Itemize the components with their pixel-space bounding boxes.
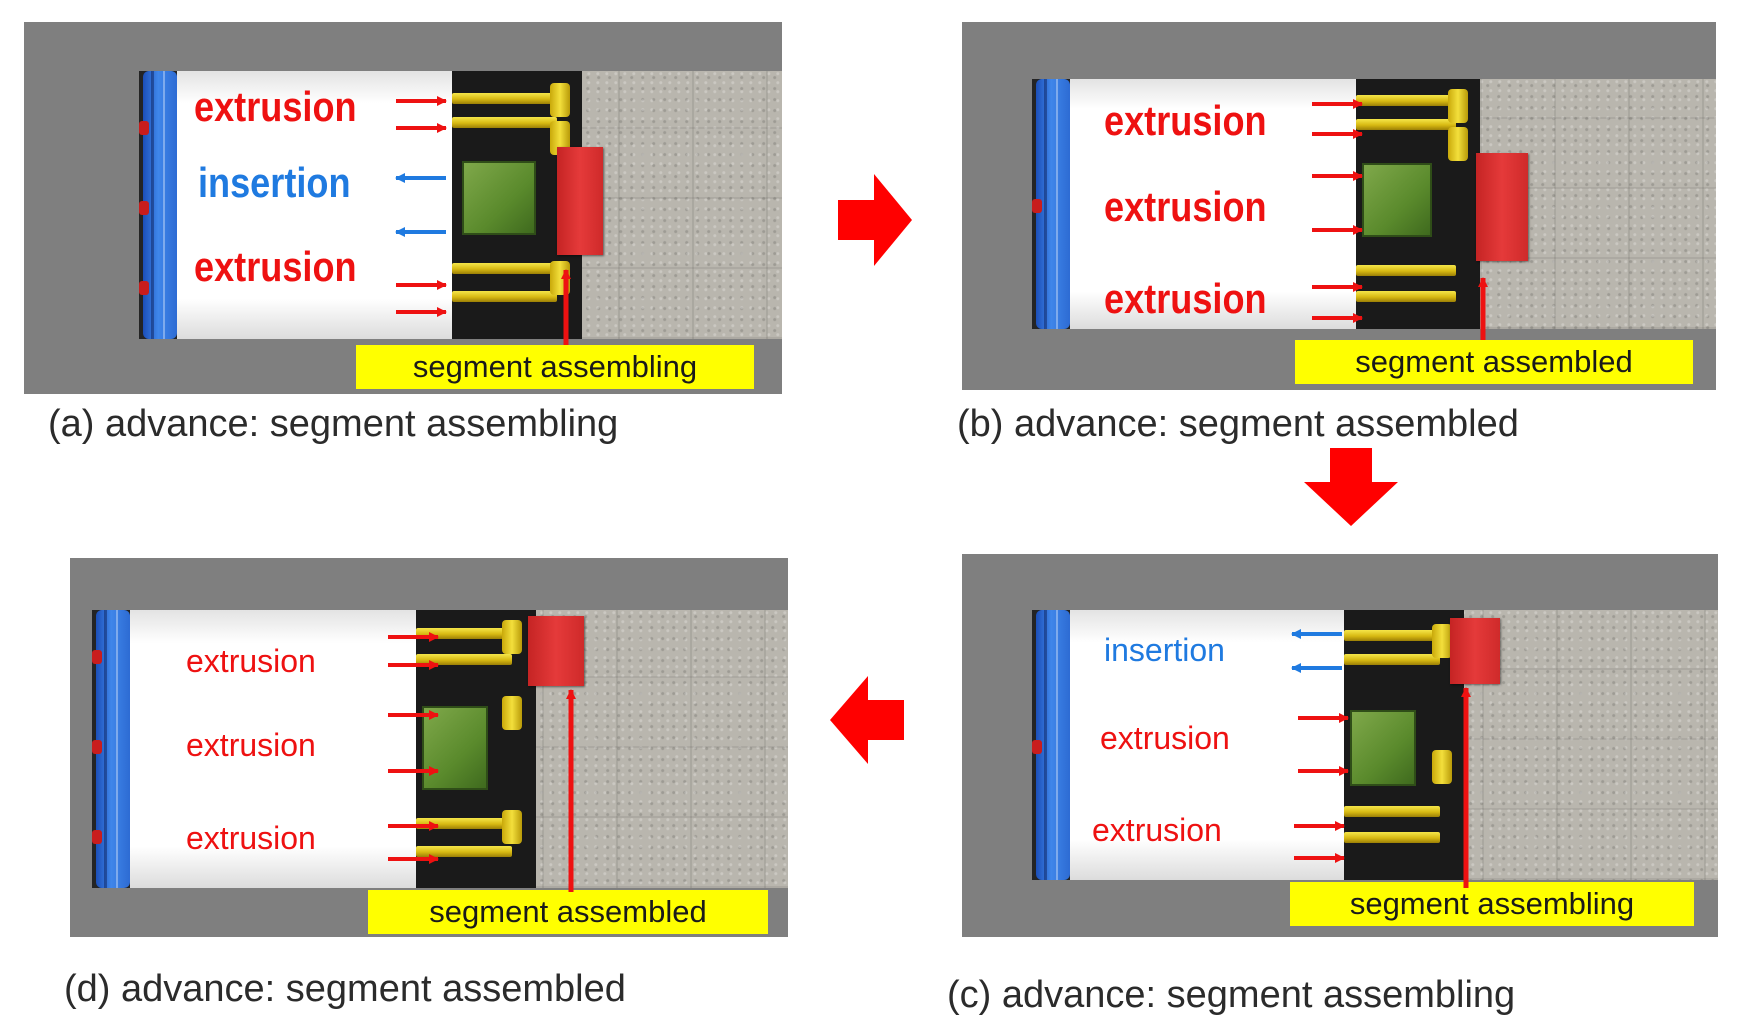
panel-c: insertion extrusion extrusion segment as… bbox=[962, 554, 1718, 937]
thrust-jack bbox=[452, 93, 557, 104]
red-marker bbox=[92, 650, 102, 664]
jack-zone bbox=[416, 610, 536, 888]
thrust-jack bbox=[452, 263, 557, 274]
jack-zone bbox=[1356, 79, 1480, 329]
shield-body bbox=[130, 610, 416, 888]
label-extrusion: extrusion bbox=[1104, 183, 1267, 230]
label-extrusion: extrusion bbox=[186, 643, 316, 679]
label-extrusion: extrusion bbox=[1104, 97, 1267, 144]
status-box: segment assembling bbox=[1290, 882, 1694, 926]
status-box: segment assembled bbox=[1295, 340, 1693, 384]
erector bbox=[1350, 710, 1416, 786]
tunnel-c bbox=[1032, 610, 1718, 880]
label-insertion: insertion bbox=[1104, 632, 1225, 668]
jack-head bbox=[550, 83, 570, 117]
thrust-jack bbox=[416, 628, 512, 639]
erector bbox=[1362, 163, 1432, 237]
label-extrusion: extrusion bbox=[1104, 275, 1267, 322]
jack-arrows-d bbox=[388, 632, 576, 892]
status-box: segment assembled bbox=[368, 890, 768, 934]
label-extrusion: extrusion bbox=[194, 83, 357, 130]
jack-zone bbox=[1344, 610, 1464, 880]
tunnel-b bbox=[1032, 79, 1716, 329]
red-marker bbox=[139, 281, 149, 295]
jack-head bbox=[1448, 127, 1468, 161]
thrust-jack bbox=[416, 654, 512, 665]
thrust-jack bbox=[1344, 630, 1440, 641]
label-extrusion: extrusion bbox=[1100, 720, 1230, 756]
status-box: segment assembling bbox=[356, 345, 754, 389]
shield-body bbox=[1070, 610, 1344, 880]
jack-arrows-c bbox=[1291, 629, 1471, 888]
erector bbox=[422, 706, 488, 790]
jack-head bbox=[502, 620, 522, 654]
jack-head bbox=[1432, 624, 1452, 658]
thrust-jack bbox=[452, 117, 557, 128]
flow-arrow-left bbox=[830, 676, 904, 764]
thrust-jack bbox=[452, 291, 557, 302]
panel-b: extrusion extrusion extrusion segment as… bbox=[962, 22, 1716, 390]
red-marker bbox=[1032, 199, 1042, 213]
panel-a: extrusion insertion extrusion segment as… bbox=[24, 22, 782, 394]
segment-piece bbox=[528, 616, 584, 686]
label-extrusion: extrusion bbox=[1092, 812, 1222, 848]
jack-head bbox=[550, 121, 570, 155]
red-marker bbox=[1032, 740, 1042, 754]
jack-arrows-b bbox=[1312, 99, 1488, 340]
jack-zone bbox=[452, 71, 582, 339]
jack-arrows-a bbox=[395, 96, 571, 345]
jack-head bbox=[502, 810, 522, 844]
jack-head bbox=[502, 696, 522, 730]
label-extrusion: extrusion bbox=[194, 243, 357, 290]
caption-c: (c) advance: segment assembling bbox=[947, 974, 1516, 1016]
thrust-jack bbox=[1344, 806, 1440, 817]
red-marker bbox=[139, 121, 149, 135]
thrust-jack bbox=[1344, 832, 1440, 843]
thrust-jack bbox=[1356, 119, 1456, 130]
panel-d: extrusion extrusion extrusion segment as… bbox=[70, 558, 788, 937]
red-marker bbox=[139, 201, 149, 215]
flow-arrow-right bbox=[838, 174, 912, 266]
thrust-jack bbox=[416, 846, 512, 857]
segment-piece bbox=[1450, 618, 1500, 684]
label-extrusion: extrusion bbox=[186, 820, 316, 856]
shield-body bbox=[177, 71, 452, 339]
caption-a: (a) advance: segment assembling bbox=[48, 403, 619, 445]
erector bbox=[462, 161, 536, 235]
red-marker bbox=[92, 740, 102, 754]
segment-piece bbox=[1476, 153, 1528, 261]
segment-piece bbox=[557, 147, 603, 255]
jack-head bbox=[1448, 89, 1468, 123]
shield-body bbox=[1070, 79, 1356, 329]
tunnel-a bbox=[139, 71, 782, 339]
thrust-jack bbox=[1356, 291, 1456, 302]
jack-head bbox=[1432, 750, 1452, 784]
tunnel-d bbox=[92, 610, 788, 888]
thrust-jack bbox=[416, 818, 512, 829]
thrust-jack bbox=[1356, 95, 1456, 106]
red-marker bbox=[92, 830, 102, 844]
thrust-jack bbox=[1356, 265, 1456, 276]
caption-d: (d) advance: segment assembled bbox=[64, 968, 626, 1010]
thrust-jack bbox=[1344, 654, 1440, 665]
caption-b: (b) advance: segment assembled bbox=[957, 403, 1519, 445]
label-extrusion: extrusion bbox=[186, 727, 316, 763]
label-insertion: insertion bbox=[198, 159, 351, 206]
flow-arrow-down bbox=[1304, 448, 1398, 526]
